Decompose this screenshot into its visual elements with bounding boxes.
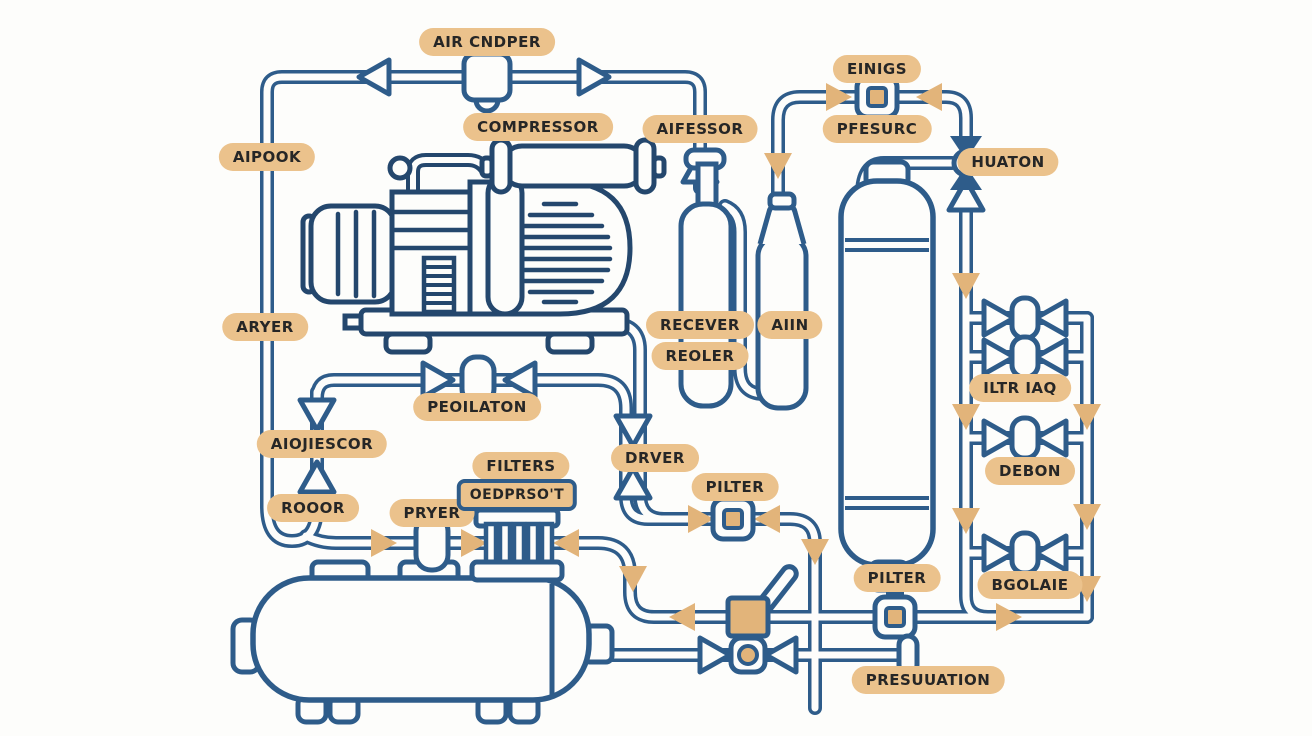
label-iltr-iaq: ILTR IAQ (969, 374, 1071, 402)
flow-arrow-up-icon (300, 462, 334, 492)
flow-arrow-down-icon (764, 153, 792, 179)
flow-arrow-right-icon (996, 603, 1022, 631)
flow-arrow-down-icon (952, 508, 980, 534)
label-drver: DRVER (611, 444, 699, 472)
flow-arrow-left-icon (754, 505, 780, 533)
flow-arrow-down-icon (1073, 404, 1101, 430)
filter-column (469, 507, 565, 583)
label-rooor: ROOOR (267, 494, 359, 522)
label-pilter-bottom: PILTER (853, 564, 941, 592)
ball-valve (728, 635, 768, 675)
lever-valve (725, 564, 799, 646)
flow-arrow-left-icon (505, 363, 535, 397)
flow-arrow-left-icon (553, 529, 579, 557)
ladder-valve (1009, 334, 1041, 380)
label-debon: DEBON (985, 457, 1075, 485)
flow-arrow-left-icon (766, 638, 796, 672)
flow-arrow-right-icon (423, 363, 453, 397)
label-recever: RECEVER (646, 311, 754, 339)
label-compressor: COMPRESSOR (463, 113, 613, 141)
air-line-coupler (461, 39, 513, 114)
horizontal-receiver-tank (230, 557, 615, 725)
label-aiin: AIIN (757, 311, 823, 339)
flow-arrow-right-icon (688, 505, 714, 533)
inline-filter-pilter-mid (710, 496, 756, 542)
inline-filter-pilter-bottom (872, 586, 918, 640)
label-einigs: EINIGS (832, 55, 922, 83)
label-aryer: ARYER (222, 313, 308, 341)
ladder-valve (1009, 415, 1041, 461)
flow-arrow-left-icon (669, 603, 695, 631)
label-aipook: AIPOOK (218, 143, 316, 171)
flow-arrow-right-icon (371, 529, 397, 557)
flow-arrow-down-icon (1073, 504, 1101, 530)
compressor-unit (300, 137, 667, 355)
label-bgolaie: BGOLAIE (977, 571, 1083, 599)
air-cylinder (755, 191, 809, 411)
flow-arrow-down-icon (952, 404, 980, 430)
label-filters: FILTERS (472, 452, 570, 480)
vertical-storage-tank (838, 159, 936, 593)
flow-arrow-left-icon (916, 83, 942, 111)
label-reoler: REOLER (651, 342, 749, 370)
flow-arrow-down-icon (801, 539, 829, 565)
flow-arrow-right-icon (461, 529, 487, 557)
flow-arrow-left-icon (359, 60, 389, 94)
ladder-valve (1009, 530, 1041, 576)
label-huaton: HUATON (957, 148, 1059, 176)
label-presuuation: PRESUUATION (851, 666, 1005, 694)
flow-arrow-right-icon (579, 60, 609, 94)
flow-arrow-down-icon (300, 400, 334, 430)
flow-arrow-right-icon (700, 638, 730, 672)
label-pfesurc: PFESURC (822, 115, 932, 143)
inline-filter-einigs (854, 74, 900, 120)
label-peoilaton: PEOILATON (413, 393, 541, 421)
flow-arrow-right-icon (826, 83, 852, 111)
flow-arrow-down-icon (952, 273, 980, 299)
label-aifessor: AIFESSOR (642, 115, 758, 143)
label-aiojiescor: AIOJIESCOR (256, 430, 388, 458)
label-pilter-mid: PILTER (691, 473, 779, 501)
label-oedprsot-nameplate: OEDPRSO'T (456, 479, 578, 511)
ladder-valve (1009, 295, 1041, 341)
label-air-cndper: AIR CNDPER (419, 28, 555, 56)
